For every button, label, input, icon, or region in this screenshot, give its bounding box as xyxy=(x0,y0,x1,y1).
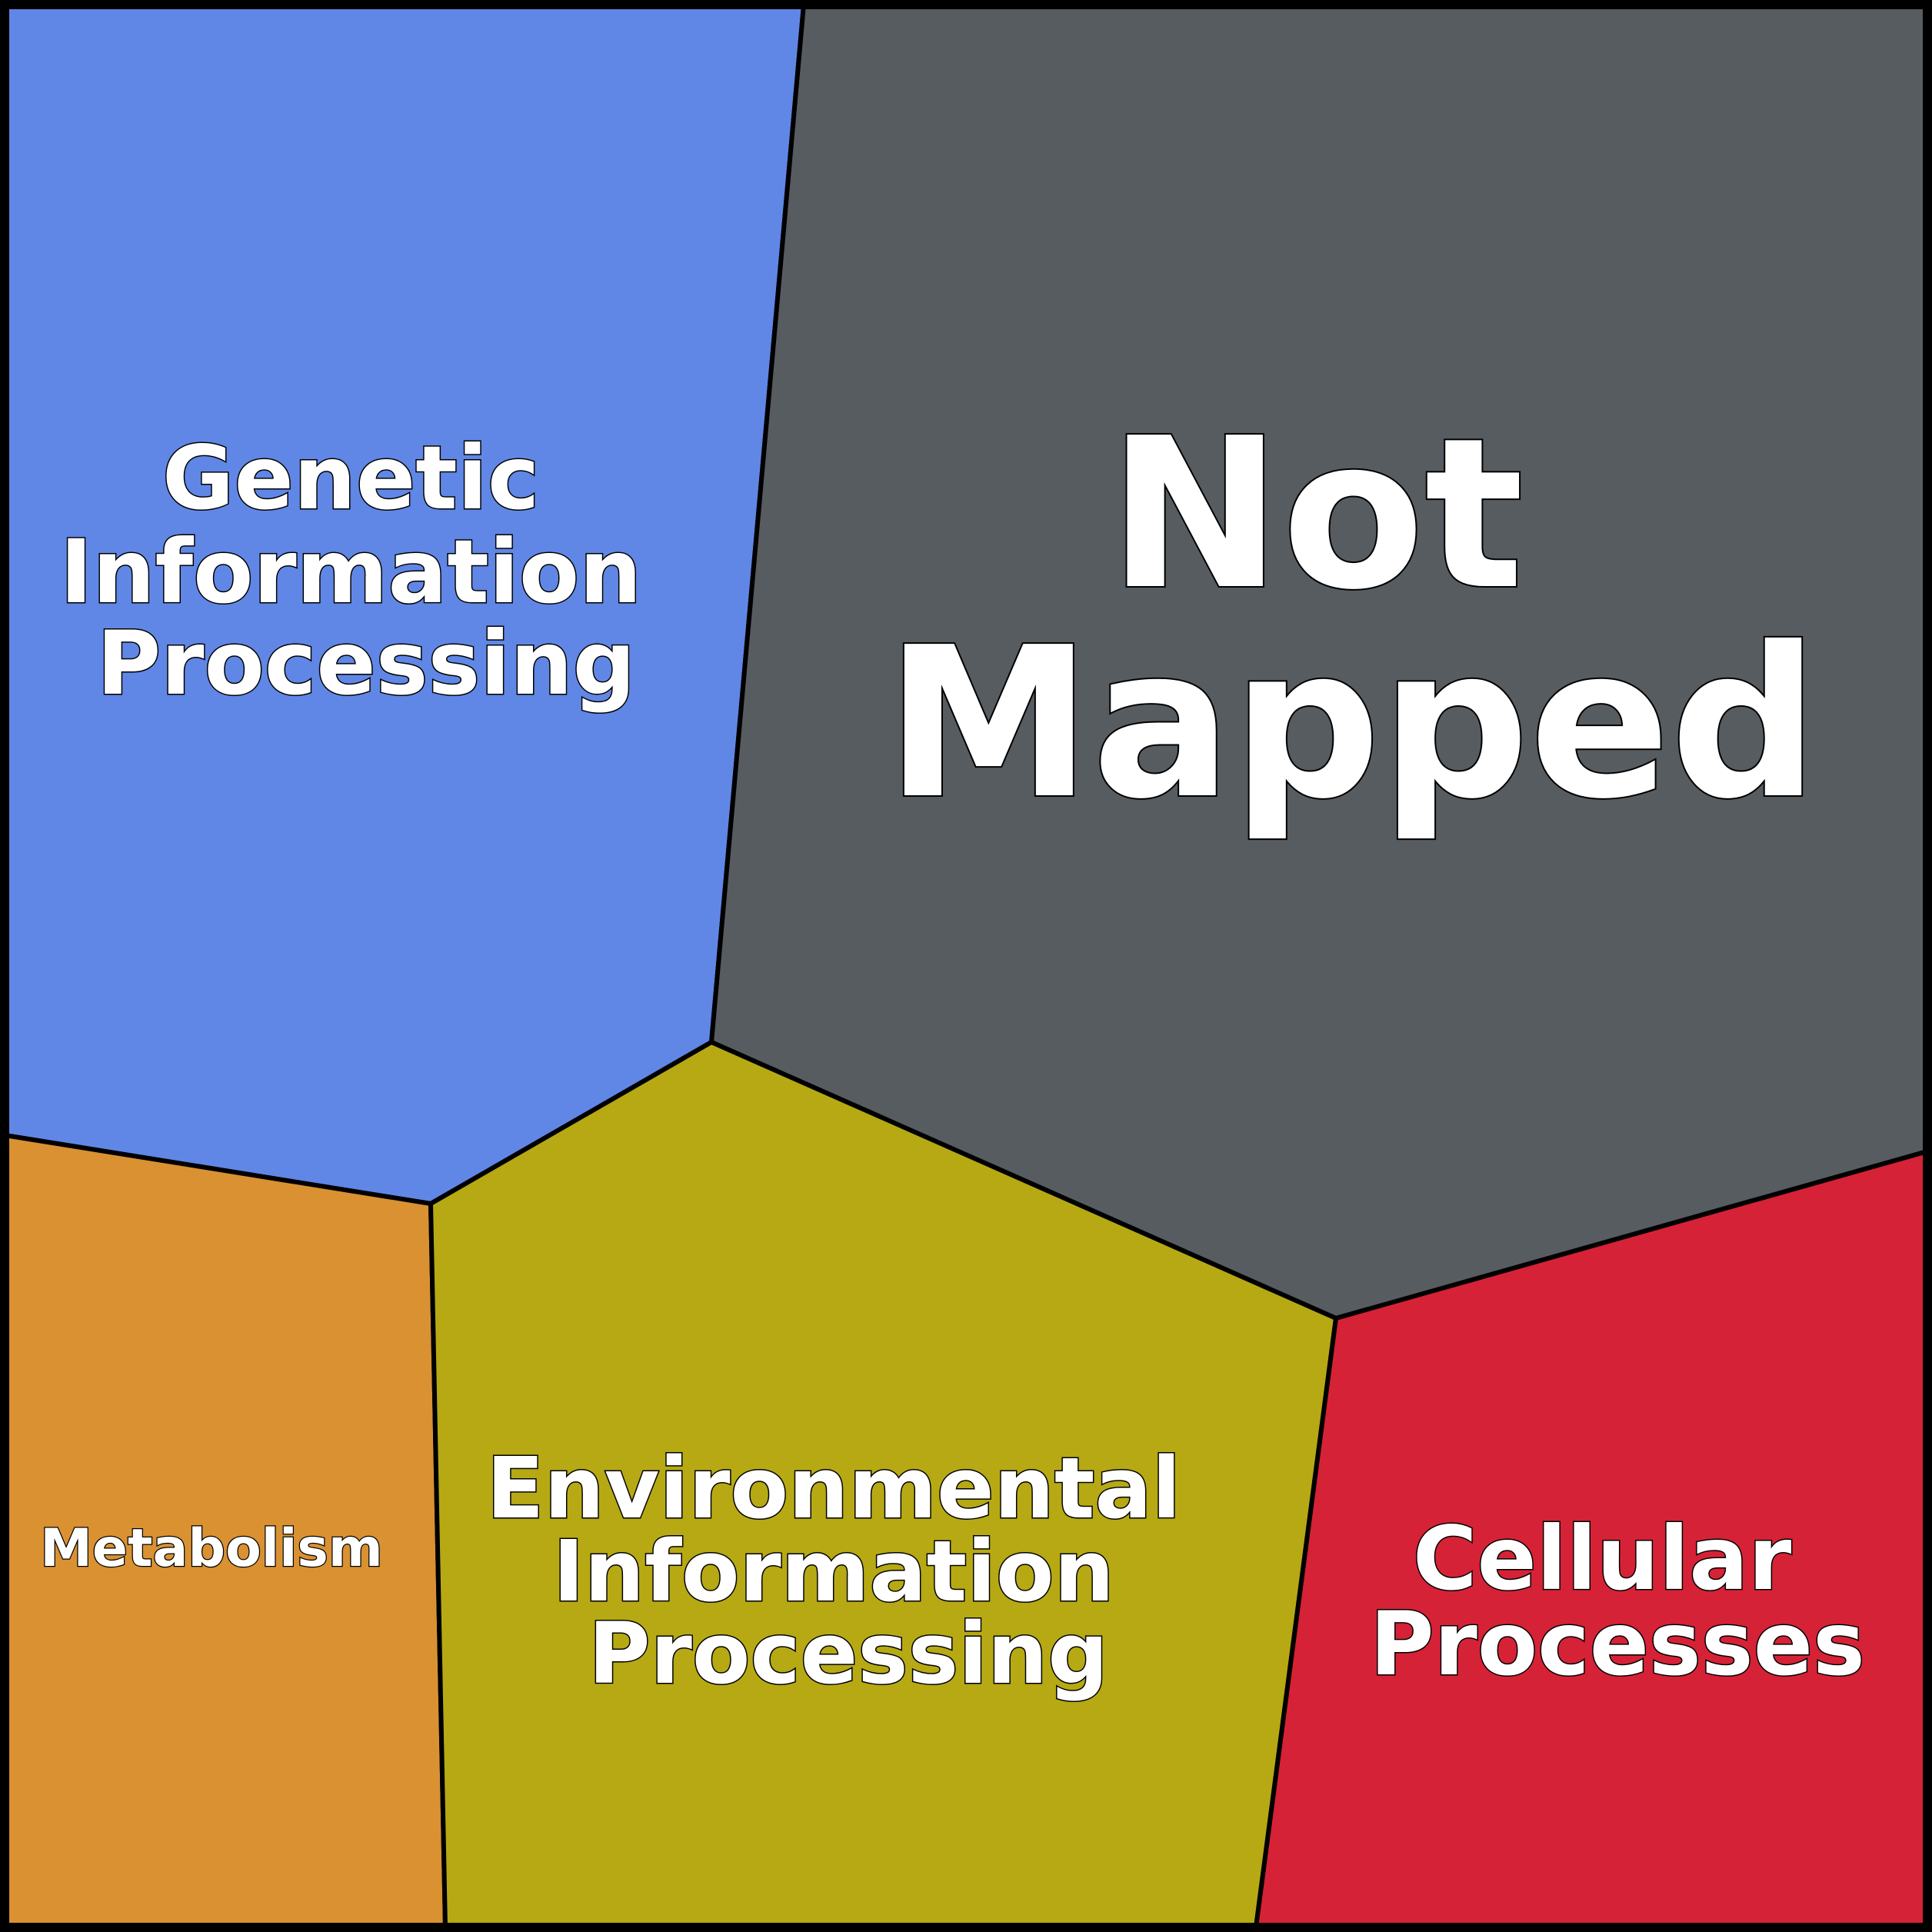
label-line: Information xyxy=(553,1522,1114,1621)
label-line: Processing xyxy=(97,612,636,715)
label-line: Environmental xyxy=(486,1439,1181,1537)
label-metabolism: Metabolism xyxy=(40,1518,383,1579)
label-environmental-information-processing: Environmental Information Processing xyxy=(486,1439,1210,1703)
label-line: Processing xyxy=(588,1604,1108,1703)
label-line: Mapped xyxy=(885,602,1819,844)
label-line: Genetic xyxy=(162,427,540,529)
label-line: Not xyxy=(1108,393,1524,635)
label-line: Processes xyxy=(1370,1593,1865,1695)
label-line: Metabolism xyxy=(40,1518,383,1579)
label-line: Cellular xyxy=(1413,1507,1792,1610)
label-line: Information xyxy=(60,521,641,623)
label-genetic-information-processing: Genetic Information Processing xyxy=(60,427,672,715)
label-not-mapped: Not Mapped xyxy=(885,393,1819,844)
label-cellular-processes: Cellular Processes xyxy=(1370,1507,1865,1695)
